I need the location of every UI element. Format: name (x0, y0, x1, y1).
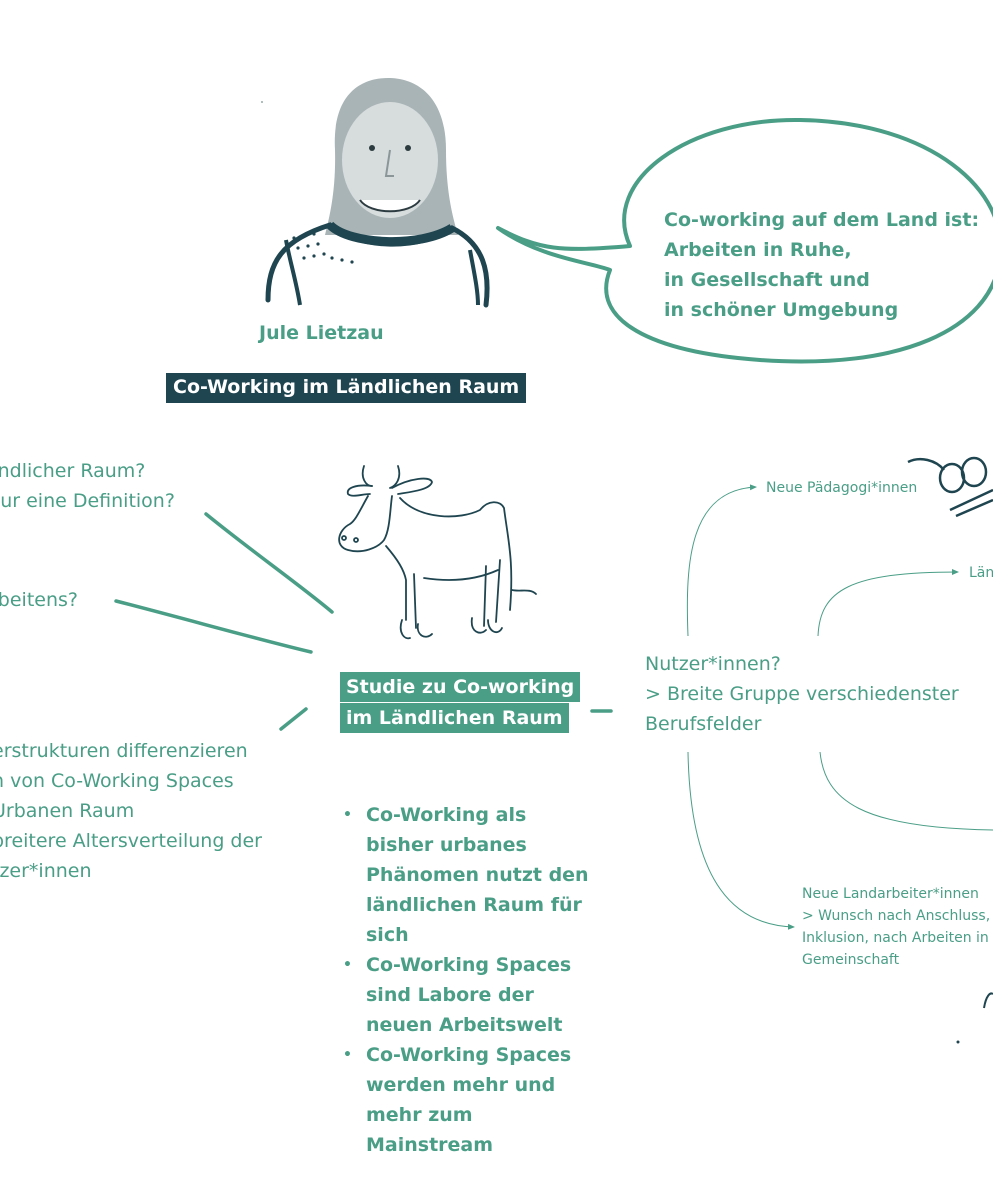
users-line: > Breite Gruppe verschiedenster (645, 683, 959, 705)
question-line: breitere Altersverteilung der (0, 830, 262, 852)
connector-q3 (279, 707, 308, 731)
quote-line: Arbeiten in Ruhe, (664, 239, 852, 261)
branch-line: > Wunsch nach Anschluss, (802, 908, 991, 924)
users-line: Berufsfelder (645, 713, 762, 735)
branch-arrow-land (817, 569, 959, 637)
question-line: Urbanen Raum (0, 800, 135, 822)
finding-item: Co-Working Spaces werden mehr und mehr z… (340, 1040, 600, 1160)
question-line: erstrukturen differenzieren (0, 740, 248, 762)
question-node-1: ändlicher Raum? Nur eine Definition? (0, 456, 175, 516)
center-node-line: im Ländlichen Raum (340, 703, 569, 733)
connector-q1 (204, 512, 334, 614)
question-line: h von Co-Working Spaces (0, 770, 234, 792)
glasses-illustration (907, 456, 993, 518)
users-node: Nutzer*innen? > Breite Gruppe verschiede… (645, 649, 959, 739)
speech-bubble-text: Co-working auf dem Land ist: Arbeiten in… (664, 205, 979, 325)
speech-bubble (496, 117, 993, 364)
question-line: tzer*innen (0, 860, 92, 882)
branch-line-right (819, 751, 993, 831)
branch-arrow-paed (686, 484, 757, 637)
page-title: Co-Working im Ländlichen Raum (166, 373, 527, 403)
sketch-dot (956, 1040, 960, 1044)
question-node-3: erstrukturen differenzieren h von Co-Wor… (0, 736, 262, 886)
center-node: Studie zu Co-working im Ländlichen Raum (340, 672, 581, 734)
branch-line: Neue Landarbeiter*innen (802, 886, 979, 902)
users-line: Nutzer*innen? (645, 653, 781, 675)
question-line: Nur eine Definition? (0, 490, 175, 512)
question-line: rbeitens? (0, 589, 79, 611)
branch-label-land: Län (969, 565, 993, 581)
finding-item: Co-Working Spaces sind Labore der neuen … (340, 950, 600, 1040)
connector-q2 (114, 599, 313, 654)
quote-line: Co-working auf dem Land ist: (664, 209, 980, 231)
center-node-line: Studie zu Co-working (340, 672, 581, 702)
branch-line: Inklusion, nach Arbeiten in (802, 930, 989, 946)
quote-line: in schöner Umgebung (664, 299, 899, 321)
portrait-illustration (265, 78, 490, 308)
branch-label-paedagogen: Neue Pädagogi*innen (766, 480, 918, 496)
findings-list: Co-Working als bisher urbanes Phänomen n… (340, 800, 600, 1160)
cow-illustration (338, 465, 537, 640)
finding-item: Co-Working als bisher urbanes Phänomen n… (340, 800, 600, 950)
quote-line: in Gesellschaft und (664, 269, 870, 291)
sketch-dot (261, 101, 263, 103)
branch-label-landarbeiter: Neue Landarbeiter*innen > Wunsch nach An… (802, 883, 990, 971)
question-node-2: rbeitens? (0, 585, 78, 615)
branch-arrow-landarb (687, 751, 795, 930)
person-name: Jule Lietzau (259, 322, 384, 344)
sketch-mark (983, 992, 993, 1009)
branch-line: Gemeinschaft (802, 952, 900, 968)
question-line: ändlicher Raum? (0, 460, 146, 482)
